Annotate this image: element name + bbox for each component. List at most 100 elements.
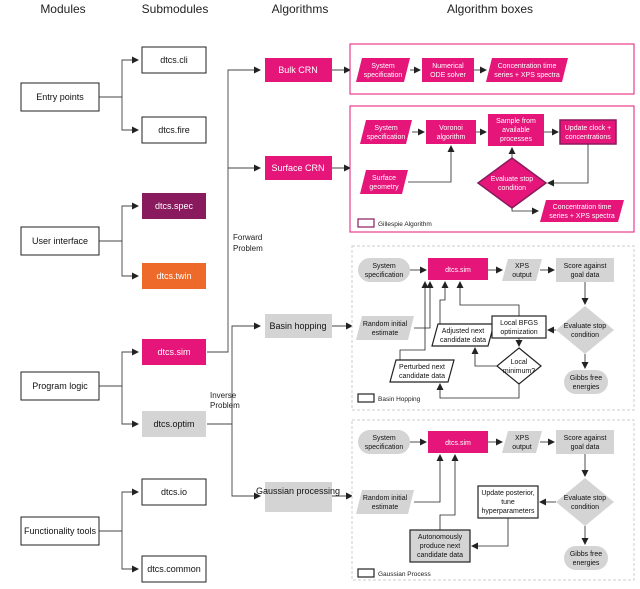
svg-text:energies: energies (573, 384, 600, 391)
svg-text:hyperparameters: hyperparameters (482, 508, 535, 515)
svg-text:series + XPS spectra: series + XPS spectra (549, 213, 615, 220)
svg-text:Gaussian Process: Gaussian Process (378, 571, 431, 578)
gauss-random-estimate: Random initial estimate (356, 490, 414, 514)
svg-text:System: System (371, 63, 395, 70)
submodule-common[interactable]: dtcs.common (141, 555, 207, 583)
surface-voronoi: Voronoi algorithm (426, 120, 476, 144)
algorithm-basin-hopping-label: Basin hopping (269, 321, 326, 331)
gauss-gibbs: Gibbs free energies (564, 546, 608, 570)
svg-text:dtcs.sim: dtcs.sim (445, 440, 471, 447)
basin-gibbs: Gibbs free energies (564, 370, 608, 394)
gauss-system-spec: System specification (358, 430, 410, 454)
module-user-interface[interactable]: User interface (20, 226, 100, 256)
svg-text:Random initial: Random initial (363, 495, 408, 502)
svg-text:Score against: Score against (564, 435, 607, 442)
svg-text:Gibbs free: Gibbs free (570, 551, 602, 558)
surface-crn-box: System specification Voronoi algorithm S… (349, 105, 635, 233)
module-user-interface-label: User interface (32, 236, 88, 246)
submodule-fire[interactable]: dtcs.fire (141, 116, 207, 144)
basin-evaluate-stop: Evaluate stop condition (556, 306, 614, 354)
svg-text:minimum?: minimum? (503, 368, 535, 375)
basin-system-spec: System specification (358, 258, 410, 282)
surface-geometry: Surface geometry (360, 170, 408, 194)
svg-text:goal data: goal data (571, 444, 600, 451)
svg-text:System: System (372, 435, 396, 442)
svg-text:System: System (372, 263, 396, 270)
module-program-logic[interactable]: Program logic (20, 371, 100, 401)
module-connectors (99, 56, 139, 573)
svg-text:output: output (512, 272, 532, 279)
submodule-optim-label: dtcs.optim (153, 419, 194, 429)
submodule-sim-label: dtcs.sim (157, 347, 190, 357)
submodule-twin[interactable]: dtcs.twin (142, 263, 206, 289)
svg-text:System: System (374, 125, 398, 132)
gauss-autonomous-candidate: Autonomously produce next candidate data (409, 529, 471, 563)
svg-text:tune: tune (501, 499, 515, 506)
svg-text:concentrations: concentrations (565, 134, 611, 141)
module-entry-points-label: Entry points (36, 92, 84, 102)
svg-text:XPS: XPS (515, 263, 529, 270)
module-functionality-tools[interactable]: Functionality tools (20, 516, 100, 546)
submodule-cli[interactable]: dtcs.cli (141, 46, 207, 74)
gauss-update-posterior: Update posterior, tune hyperparameters (477, 485, 539, 519)
submodule-spec[interactable]: dtcs.spec (142, 193, 206, 219)
svg-text:condition: condition (498, 185, 526, 192)
surface-output: Concentration time series + XPS spectra (540, 200, 624, 222)
svg-text:Gibbs free: Gibbs free (570, 375, 602, 382)
module-program-logic-label: Program logic (32, 381, 88, 391)
gauss-evaluate-stop: Evaluate stop condition (556, 478, 614, 526)
submodule-twin-label: dtcs.twin (156, 271, 191, 281)
svg-text:series + XPS spectra: series + XPS spectra (494, 72, 560, 79)
svg-text:Evaluate stop: Evaluate stop (564, 323, 607, 330)
svg-text:Evaluate stop: Evaluate stop (491, 176, 534, 183)
svg-text:Local BFGS: Local BFGS (500, 320, 538, 327)
svg-text:specification: specification (365, 272, 404, 279)
algorithm-bulk-crn[interactable]: Bulk CRN (265, 58, 332, 82)
bulk-system-spec: System specification (356, 58, 410, 82)
bulk-crn-box: System specification Numerical ODE solve… (349, 43, 635, 95)
svg-text:condition: condition (571, 504, 599, 511)
submodule-sim[interactable]: dtcs.sim (142, 339, 206, 365)
algorithm-surface-crn-label: Surface CRN (271, 163, 324, 173)
svg-text:estimate: estimate (372, 330, 399, 337)
svg-text:processes: processes (500, 136, 532, 143)
module-entry-points[interactable]: Entry points (20, 82, 100, 112)
basin-bfgs: Local BFGS optimization (491, 315, 547, 339)
svg-text:Random initial: Random initial (363, 321, 408, 328)
inverse-problem-label-2: Problem (210, 401, 240, 410)
module-functionality-tools-label: Functionality tools (24, 526, 97, 536)
algorithm-bulk-crn-label: Bulk CRN (278, 65, 318, 75)
svg-text:available: available (502, 127, 530, 134)
svg-text:specification: specification (367, 134, 406, 141)
algorithm-gaussian-processing[interactable]: Gaussian processing (256, 482, 340, 512)
header-algorithm-boxes: Algorithm boxes (447, 2, 533, 16)
svg-text:Concentration time: Concentration time (498, 63, 557, 70)
svg-text:Local: Local (511, 359, 528, 366)
svg-text:candidate data: candidate data (440, 337, 486, 344)
algorithm-surface-crn[interactable]: Surface CRN (265, 156, 332, 180)
gaussian-process-box: System specification dtcs.sim XPS output… (351, 419, 635, 581)
svg-text:Update posterior,: Update posterior, (481, 490, 534, 497)
svg-text:goal data: goal data (571, 272, 600, 279)
algorithm-basin-hopping[interactable]: Basin hopping (265, 314, 332, 338)
svg-text:XPS: XPS (515, 435, 529, 442)
svg-text:optimization: optimization (500, 329, 537, 336)
header-submodules: Submodules (142, 2, 209, 16)
gauss-score: Score against goal data (556, 430, 614, 454)
gauss-legend: Gaussian Process (357, 568, 431, 578)
submodule-optim[interactable]: dtcs.optim (142, 411, 206, 437)
bulk-output: Concentration time series + XPS spectra (486, 58, 568, 82)
basin-score: Score against goal data (556, 258, 614, 282)
svg-text:Perturbed next: Perturbed next (399, 364, 445, 371)
svg-text:condition: condition (571, 332, 599, 339)
svg-text:Gillespie Algorithm: Gillespie Algorithm (378, 221, 432, 228)
svg-text:Adjusted next: Adjusted next (442, 328, 484, 335)
surface-sample: Sample from available processes (488, 114, 544, 146)
basin-xps-output: XPS output (502, 259, 542, 281)
svg-text:Voronoi: Voronoi (439, 125, 463, 132)
algorithm-gaussian-processing-label: Gaussian processing (256, 486, 340, 496)
svg-text:Surface: Surface (372, 175, 396, 182)
submodule-io[interactable]: dtcs.io (141, 478, 207, 506)
svg-text:algorithm: algorithm (437, 134, 466, 141)
